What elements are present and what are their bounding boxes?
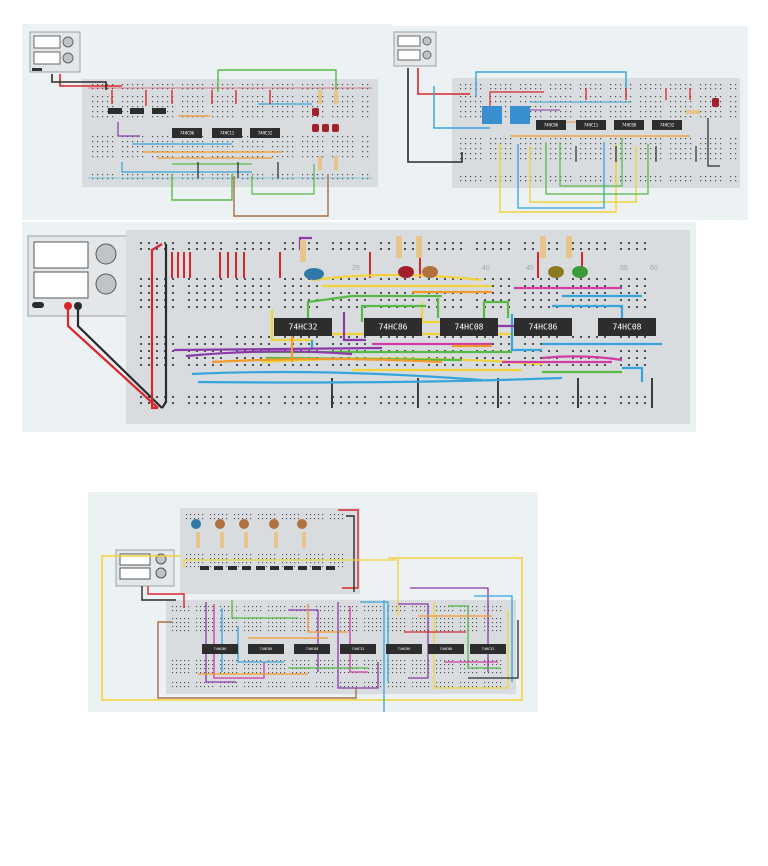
- ic-chip-icon[interactable]: 74HC11: [576, 120, 606, 130]
- chip-label: 74HC86: [260, 647, 273, 651]
- dip-switch-icon[interactable]: [108, 108, 166, 114]
- ic-chip-icon[interactable]: 74HC32: [340, 644, 376, 654]
- resistor-icon[interactable]: [686, 110, 700, 114]
- chip-label: 74HC11: [584, 122, 599, 127]
- ic-chip-icon[interactable]: 74HC08: [598, 318, 656, 336]
- chip-label: 74HC86: [398, 647, 411, 651]
- chip-label: 74HC86: [544, 122, 559, 127]
- led-icon[interactable]: [312, 108, 339, 132]
- circuit-canvas-2[interactable]: 74HC86 74HC11 74HC08 74HC32: [390, 26, 748, 220]
- ic-chip-icon[interactable]: 74HC32: [274, 318, 332, 336]
- power-supply-icon[interactable]: [393, 31, 437, 67]
- ic-chip-icon[interactable]: 74HC86: [386, 644, 422, 654]
- ic-chip-icon[interactable]: 74HC86: [248, 644, 284, 654]
- chip-label: 74HC86: [529, 323, 558, 332]
- led-icon[interactable]: [712, 98, 719, 107]
- column-label: 40: [482, 265, 490, 272]
- led-icon[interactable]: [191, 519, 307, 529]
- chip-label: 74HC11: [220, 130, 235, 135]
- resistor-icon[interactable]: [318, 90, 338, 170]
- chip-label: 74HC32: [660, 122, 675, 127]
- column-label: 25: [352, 265, 360, 272]
- chip-label: 74HC86: [214, 647, 227, 651]
- chip-label: 74HC86: [379, 323, 408, 332]
- ic-chip-icon[interactable]: 74HC08: [428, 644, 464, 654]
- dip-switch-icon[interactable]: [200, 566, 335, 570]
- ic-chip-icon[interactable]: 74HC86: [364, 318, 422, 336]
- dip-switch-icon[interactable]: [482, 106, 530, 124]
- column-label: 55: [620, 265, 628, 272]
- resistor-icon[interactable]: [300, 236, 572, 262]
- power-supply-icon[interactable]: [29, 31, 81, 73]
- circuit-panel-4: 74HC86 74HC86 74HC08 74HC32 74HC86 74HC08 74HC…: [88, 492, 538, 712]
- ic-chip-icon[interactable]: 74HC08: [294, 644, 330, 654]
- ic-chip-icon[interactable]: 74HC86: [202, 644, 238, 654]
- power-supply-icon[interactable]: [27, 235, 129, 317]
- ic-chip-icon[interactable]: 74HC86: [536, 120, 566, 130]
- breadboard[interactable]: [452, 78, 740, 188]
- chip-label: 74HC32: [289, 323, 318, 332]
- ic-chip-icon[interactable]: 74HC32: [250, 128, 280, 138]
- resistor-icon[interactable]: [196, 532, 306, 548]
- circuit-panel-2: 74HC86 74HC11 74HC08 74HC32: [390, 26, 748, 220]
- column-label: 45: [526, 265, 534, 272]
- ic-chip-icon[interactable]: 74HC32: [652, 120, 682, 130]
- chip-label: 74HC08: [306, 647, 319, 651]
- circuit-panel-3: 25 40 45 55 60: [22, 222, 696, 432]
- circuit-canvas-3[interactable]: 25 40 45 55 60: [22, 222, 696, 432]
- chip-label: 74HC08: [440, 647, 453, 651]
- chip-label: 74HC32: [258, 130, 273, 135]
- ic-chip-icon[interactable]: 74HC32: [470, 644, 506, 654]
- circuit-canvas-1[interactable]: 74HC86 74HC11 74HC32: [22, 24, 392, 220]
- ic-chip-icon[interactable]: 74HC08: [440, 318, 498, 336]
- ic-chip-icon[interactable]: 74HC11: [212, 128, 242, 138]
- chip-label: 74HC08: [613, 323, 642, 332]
- chip-label: 74HC32: [352, 647, 365, 651]
- chip-label: 74HC08: [455, 323, 484, 332]
- ic-chip-icon[interactable]: 74HC86: [172, 128, 202, 138]
- ic-chip-icon[interactable]: 74HC08: [614, 120, 644, 130]
- chip-label: 74HC86: [180, 130, 195, 135]
- circuit-canvas-4[interactable]: 74HC86 74HC86 74HC08 74HC32 74HC86 74HC08 74HC…: [88, 492, 538, 712]
- led-icon[interactable]: [304, 266, 588, 280]
- chip-label: 74HC08: [622, 122, 637, 127]
- breadboard[interactable]: [180, 508, 360, 594]
- circuit-panel-1: 74HC86 74HC11 74HC32: [22, 24, 392, 220]
- chip-label: 74HC32: [482, 647, 495, 651]
- ic-chip-icon[interactable]: 74HC86: [514, 318, 572, 336]
- column-label: 60: [650, 265, 658, 272]
